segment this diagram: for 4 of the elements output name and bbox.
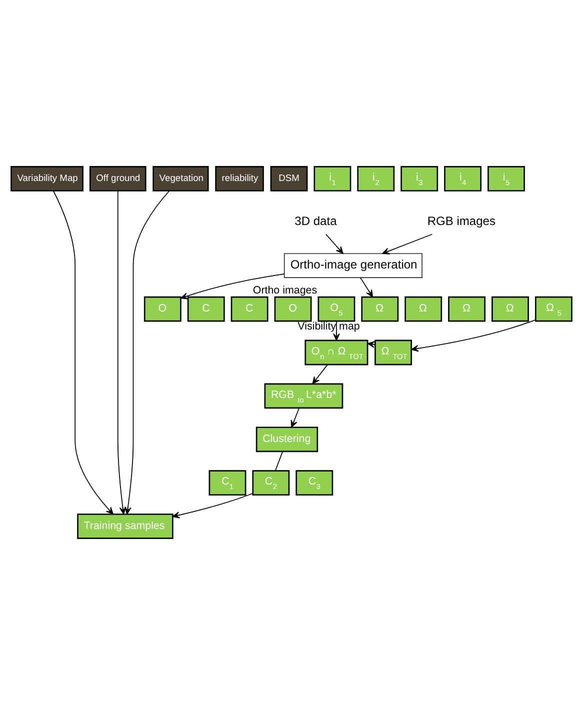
node-label: Visibility map: [298, 320, 360, 332]
node-text: 3D data: [294, 214, 337, 228]
node-label: Ortho images: [252, 284, 318, 296]
node-text: RGB images: [427, 214, 496, 228]
